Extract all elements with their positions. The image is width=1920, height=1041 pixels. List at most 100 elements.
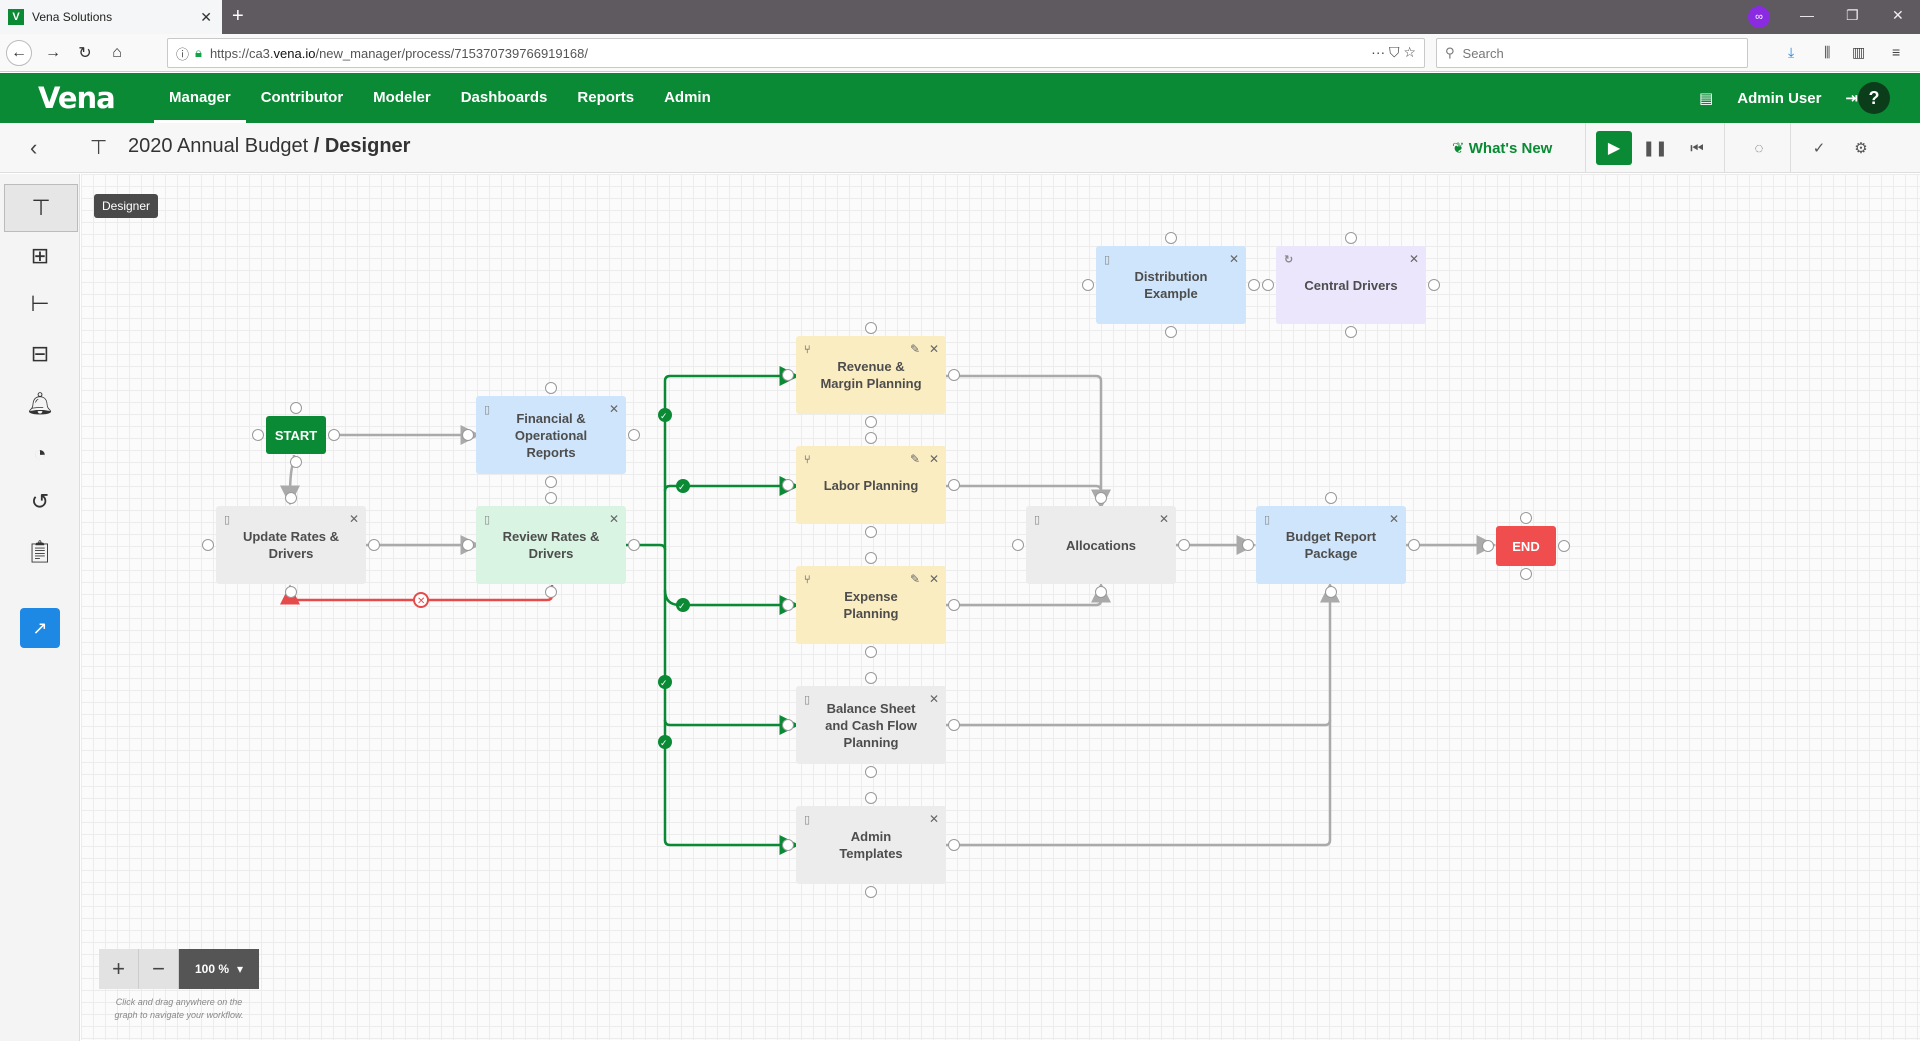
nav-reports[interactable]: Reports xyxy=(577,89,635,106)
connection-port[interactable] xyxy=(782,719,794,731)
sidebar-toggle-icon[interactable]: ▥ xyxy=(1852,44,1866,60)
connection-port[interactable] xyxy=(865,322,877,334)
connection-port[interactable] xyxy=(865,646,877,658)
connection-port[interactable] xyxy=(865,886,877,898)
connection-port[interactable] xyxy=(328,429,340,441)
delete-node-icon[interactable]: ✕ xyxy=(1408,252,1419,266)
edit-icon[interactable]: ✎ xyxy=(909,452,920,466)
connection-port[interactable] xyxy=(865,672,877,684)
minimize-icon[interactable]: — xyxy=(1800,7,1814,23)
clipboard-icon[interactable]: 📋︎ xyxy=(26,539,54,564)
nav-manager[interactable]: Manager xyxy=(154,73,246,123)
new-tab-button[interactable]: + xyxy=(232,5,244,27)
node-balance-sheet[interactable]: ▯ ✕ Balance Sheet and Cash Flow Planning xyxy=(796,686,946,764)
delete-node-icon[interactable]: ✕ xyxy=(928,452,939,466)
delete-node-icon[interactable]: ✕ xyxy=(928,572,939,586)
connection-port[interactable] xyxy=(1095,492,1107,504)
hide-icon[interactable]: ◌ xyxy=(1754,139,1764,157)
info-icon[interactable]: ⓘ xyxy=(176,46,190,62)
connection-port[interactable] xyxy=(545,492,557,504)
connection-port[interactable] xyxy=(1242,539,1254,551)
connection-port[interactable] xyxy=(1095,586,1107,598)
connection-port[interactable] xyxy=(1012,539,1024,551)
start-node[interactable]: START xyxy=(266,416,326,454)
designer-icon[interactable]: ⊤ xyxy=(4,184,78,232)
user-name[interactable]: Admin User xyxy=(1737,89,1822,107)
node-review-rates[interactable]: ▯ ✕ Review Rates & Drivers xyxy=(476,506,626,584)
delete-node-icon[interactable]: ✕ xyxy=(1158,512,1169,526)
search-input[interactable]: ⚲ Search xyxy=(1436,38,1748,68)
nav-admin[interactable]: Admin xyxy=(664,89,711,106)
connection-port[interactable] xyxy=(948,599,960,611)
connection-port[interactable] xyxy=(948,369,960,381)
connection-port[interactable] xyxy=(1558,540,1570,552)
node-distribution-example[interactable]: ▯ ✕ Distribution Example xyxy=(1096,246,1246,324)
node-admin-templates[interactable]: ▯ ✕ Admin Templates xyxy=(796,806,946,884)
process-name[interactable]: 2020 Annual Budget xyxy=(128,135,309,157)
logout-icon[interactable]: ⇥ xyxy=(1845,90,1858,107)
export-icon[interactable]: ↗ xyxy=(20,608,60,648)
close-tab-icon[interactable]: ✕ xyxy=(200,9,212,25)
connection-port[interactable] xyxy=(865,432,877,444)
play-button[interactable]: ▶ xyxy=(1596,131,1632,165)
validate-icon[interactable]: ✓ xyxy=(1812,140,1826,157)
connection-port[interactable] xyxy=(252,429,264,441)
connection-port[interactable] xyxy=(290,402,302,414)
connection-port[interactable] xyxy=(545,586,557,598)
nav-modeler[interactable]: Modeler xyxy=(373,89,431,106)
back-arrow-icon[interactable]: ‹ xyxy=(30,135,38,160)
connection-port[interactable] xyxy=(865,526,877,538)
node-budget-report[interactable]: ▯ ✕ Budget Report Package xyxy=(1256,506,1406,584)
connection-port[interactable] xyxy=(202,539,214,551)
zoom-level-select[interactable]: 100 % ▾ xyxy=(179,949,259,989)
connection-port[interactable] xyxy=(628,539,640,551)
nav-dashboards[interactable]: Dashboards xyxy=(460,89,548,106)
connection-port[interactable] xyxy=(462,539,474,551)
connection-port[interactable] xyxy=(865,552,877,564)
node-revenue-planning[interactable]: ⑂ ✎ ✕ Revenue & Margin Planning xyxy=(796,336,946,414)
connection-port[interactable] xyxy=(782,839,794,851)
connection-port[interactable] xyxy=(628,429,640,441)
delete-node-icon[interactable]: ✕ xyxy=(928,342,939,356)
close-window-icon[interactable]: ✕ xyxy=(1892,7,1904,23)
reload-icon[interactable]: ↻ xyxy=(78,45,92,62)
connection-port[interactable] xyxy=(1325,492,1337,504)
connection-port[interactable] xyxy=(1520,512,1532,524)
node-allocations[interactable]: ▯ ✕ Allocations xyxy=(1026,506,1176,584)
connection-port[interactable] xyxy=(782,479,794,491)
connection-port[interactable] xyxy=(462,429,474,441)
browser-tab[interactable]: V Vena Solutions ✕ xyxy=(0,0,222,34)
connection-port[interactable] xyxy=(865,416,877,428)
node-expense-planning[interactable]: ⑂ ✎ ✕ Expense Planning xyxy=(796,566,946,644)
connection-port[interactable] xyxy=(865,766,877,778)
connection-port[interactable] xyxy=(368,539,380,551)
hierarchy-icon[interactable]: ⊢ xyxy=(30,291,50,316)
vena-logo[interactable]: Vena xyxy=(38,81,116,115)
connection-port[interactable] xyxy=(285,586,297,598)
connection-port[interactable] xyxy=(782,369,794,381)
connection-port[interactable] xyxy=(1165,326,1177,338)
connection-port[interactable] xyxy=(1345,232,1357,244)
downloads-icon[interactable]: ⤓ xyxy=(1788,44,1795,60)
back-icon[interactable]: ← xyxy=(6,40,32,66)
workflow-canvas[interactable] xyxy=(81,174,1920,1040)
url-bar[interactable]: ⓘ 🔒︎ https://ca3.vena.io/new_manager/pro… xyxy=(167,38,1425,68)
dashboard-icon[interactable]: ◔ xyxy=(33,441,47,466)
node-update-rates[interactable]: ▯ ✕ Update Rates & Drivers xyxy=(216,506,366,584)
home-icon[interactable]: ⌂ xyxy=(112,44,122,61)
history-icon[interactable]: ↺ xyxy=(30,489,50,514)
pause-button[interactable]: ❚❚ xyxy=(1642,140,1668,157)
connection-port[interactable] xyxy=(948,839,960,851)
delete-node-icon[interactable]: ✕ xyxy=(928,812,939,826)
delete-node-icon[interactable]: ✕ xyxy=(1388,512,1399,526)
connection-port[interactable] xyxy=(948,719,960,731)
connection-port[interactable] xyxy=(782,599,794,611)
drive-icon[interactable]: ⊟ xyxy=(30,341,50,366)
help-icon[interactable]: ? xyxy=(1858,82,1890,114)
connection-port[interactable] xyxy=(865,792,877,804)
node-labor-planning[interactable]: ⑂ ✎ ✕ Labor Planning xyxy=(796,446,946,524)
page-actions-icon[interactable]: ··· ⛉ ☆ xyxy=(1371,44,1416,60)
end-node[interactable]: END xyxy=(1496,526,1556,566)
nav-contributor[interactable]: Contributor xyxy=(260,89,344,106)
connection-port[interactable] xyxy=(948,479,960,491)
